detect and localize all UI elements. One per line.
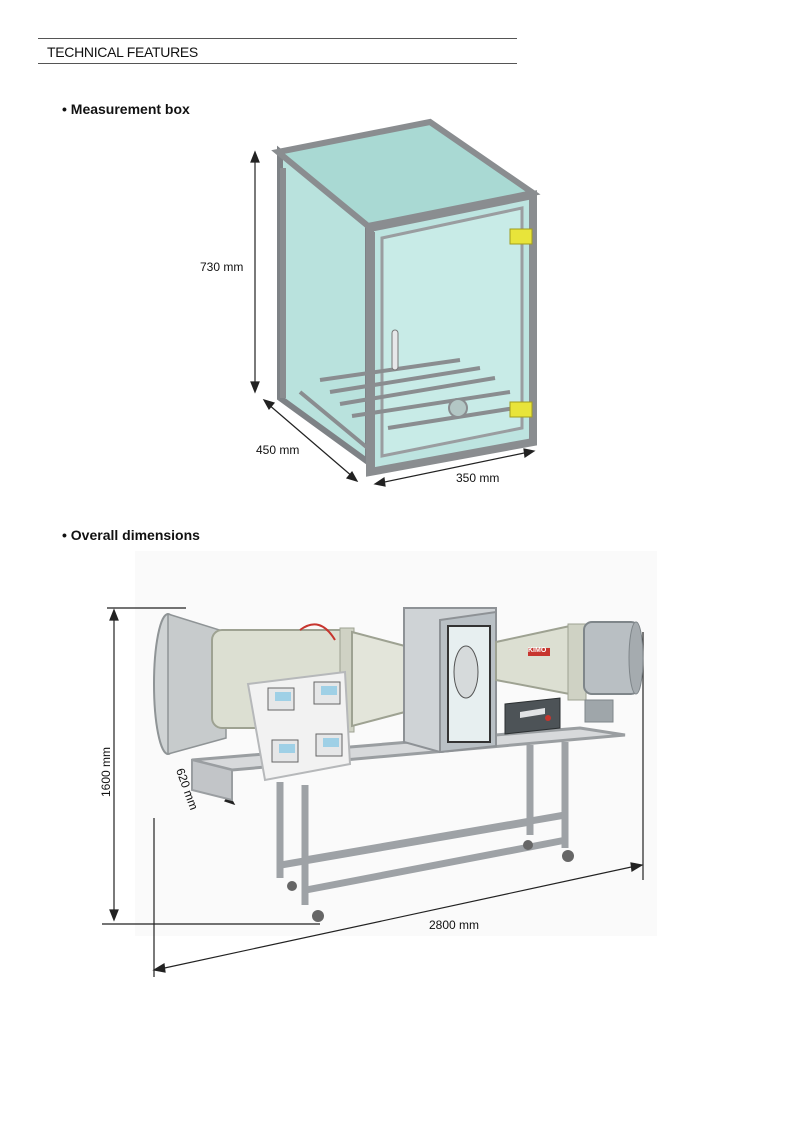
width-dimension-line [373, 448, 536, 487]
box-depth-label: 450 mm [256, 443, 300, 457]
test-chamber [403, 607, 497, 754]
overall-dimensions-heading: • Overall dimensions [62, 527, 200, 543]
overall-length-label: 2800 mm [429, 918, 480, 932]
header-rule-bottom [38, 63, 517, 64]
controller-box [504, 697, 561, 735]
overall-height-dimension [102, 607, 320, 925]
glass-box [271, 118, 541, 477]
table-legs [276, 742, 569, 905]
page-title: TECHNICAL FEATURES [47, 44, 198, 60]
header-rule-top [38, 38, 517, 39]
overall-height-label: 1600 mm [99, 746, 113, 798]
overall-length-dimension [152, 632, 644, 977]
box-width-label: 350 mm [456, 471, 500, 485]
brand-label: KIMO [528, 647, 547, 654]
hinge-bottom [509, 401, 533, 418]
depth-dimension-line [262, 399, 359, 482]
instrument-panel [246, 670, 352, 782]
hinge-top [509, 228, 533, 245]
height-dimension-line [250, 150, 260, 394]
box-height-label: 730 mm [200, 260, 244, 274]
measurement-box-heading: • Measurement box [62, 101, 190, 117]
